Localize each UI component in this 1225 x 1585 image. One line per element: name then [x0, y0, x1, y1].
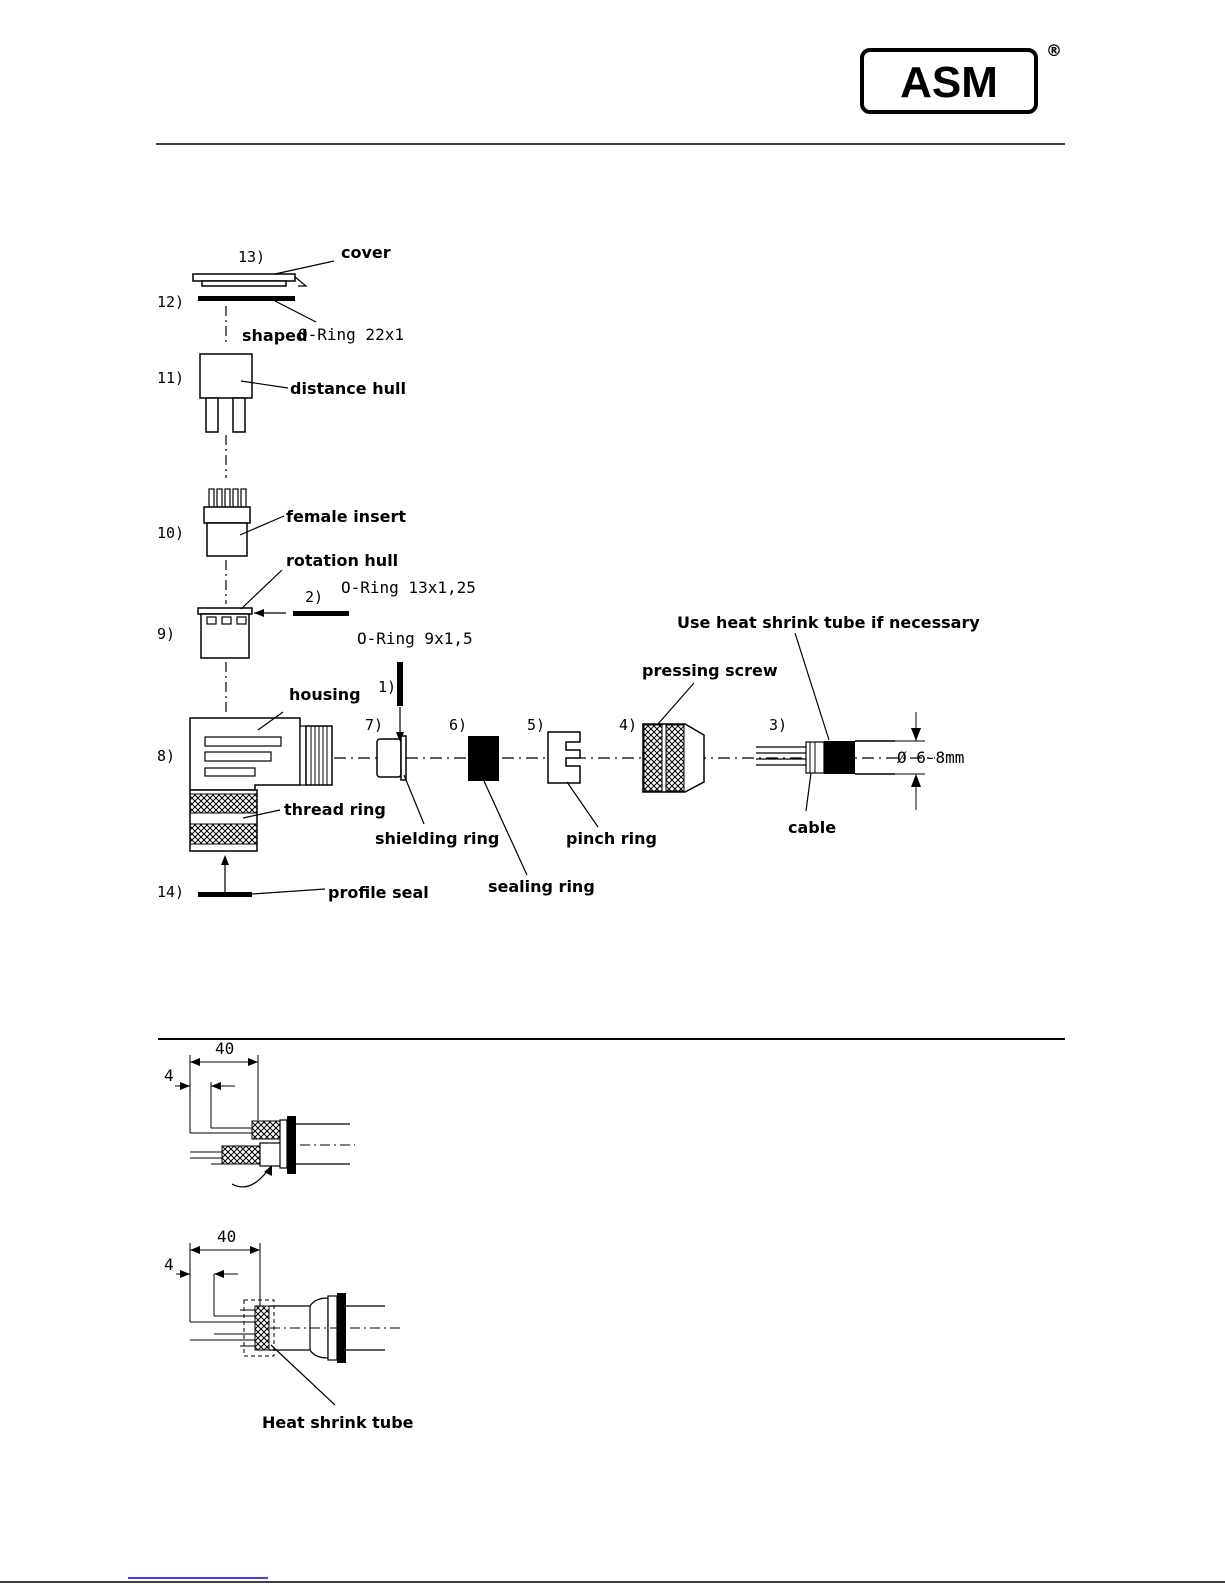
distance-hull-part: [199, 353, 289, 433]
pinch-ring-part: [547, 731, 599, 828]
cable-prep-diagram-2: [176, 1243, 400, 1406]
num-2: 2): [305, 588, 323, 606]
num-14: 14): [157, 883, 184, 901]
label-shaped: shaped: [242, 326, 307, 345]
pressing-screw-part: [642, 682, 705, 793]
sealing-ring-part: [468, 736, 499, 781]
shielding-ring-part: [376, 735, 425, 825]
thread-ring-part: [189, 789, 281, 852]
oring-9-part: [397, 662, 403, 706]
dim-4-b: 4: [164, 1255, 174, 1274]
label-cover: cover: [341, 243, 391, 262]
dim-40-a: 40: [215, 1039, 234, 1058]
label-profile-seal: profile seal: [328, 883, 429, 902]
label-pinch-ring: pinch ring: [566, 829, 657, 848]
num-10: 10): [157, 524, 184, 542]
housing-part: [189, 711, 333, 791]
label-housing: housing: [289, 685, 361, 704]
oring-22-part: [198, 296, 295, 301]
num-4: 4): [619, 716, 637, 734]
num-12: 12): [157, 293, 184, 311]
num-8: 8): [157, 747, 175, 765]
label-heat-shrink-tube: Heat shrink tube: [262, 1413, 414, 1432]
label-cable: cable: [788, 818, 836, 837]
cable-prep-diagram-1: [175, 1055, 355, 1188]
cable-part: [756, 632, 895, 812]
label-thread-ring: thread ring: [284, 800, 386, 819]
cover-part: [192, 260, 335, 287]
dim-40-b: 40: [217, 1227, 236, 1246]
profile-seal-part: [198, 892, 252, 897]
num-1: 1): [378, 678, 396, 696]
label-distance-hull: distance hull: [290, 379, 406, 398]
label-sealing-ring: sealing ring: [488, 877, 595, 896]
oring-13-part: [293, 611, 349, 616]
num-11: 11): [157, 369, 184, 387]
num-9: 9): [157, 625, 175, 643]
asm-logo: ASM ®: [860, 41, 1062, 114]
label-diameter: Ø 6-8mm: [897, 748, 964, 767]
label-rotation-hull: rotation hull: [286, 551, 398, 570]
dim-4-a: 4: [164, 1066, 174, 1085]
label-heat-shrink-note: Use heat shrink tube if necessary: [677, 613, 980, 632]
label-oring-13: O-Ring 13x1,25: [341, 578, 476, 597]
label-oring-22: O-Ring 22x1: [298, 325, 404, 344]
diameter-dimension: [886, 712, 925, 810]
label-shielding-ring: shielding ring: [375, 829, 499, 848]
registered-mark: ®: [1046, 41, 1062, 60]
label-oring-9: O-Ring 9x1,5: [357, 629, 473, 648]
num-5: 5): [527, 716, 545, 734]
female-insert-part: [203, 488, 285, 557]
num-6: 6): [449, 716, 467, 734]
label-female-insert: female insert: [286, 507, 406, 526]
num-7: 7): [365, 716, 383, 734]
label-pressing-screw: pressing screw: [642, 661, 778, 680]
logo-text: ASM: [900, 58, 998, 107]
num-13: 13): [238, 248, 265, 266]
num-3: 3): [769, 716, 787, 734]
rotation-hull-part: [197, 569, 283, 659]
